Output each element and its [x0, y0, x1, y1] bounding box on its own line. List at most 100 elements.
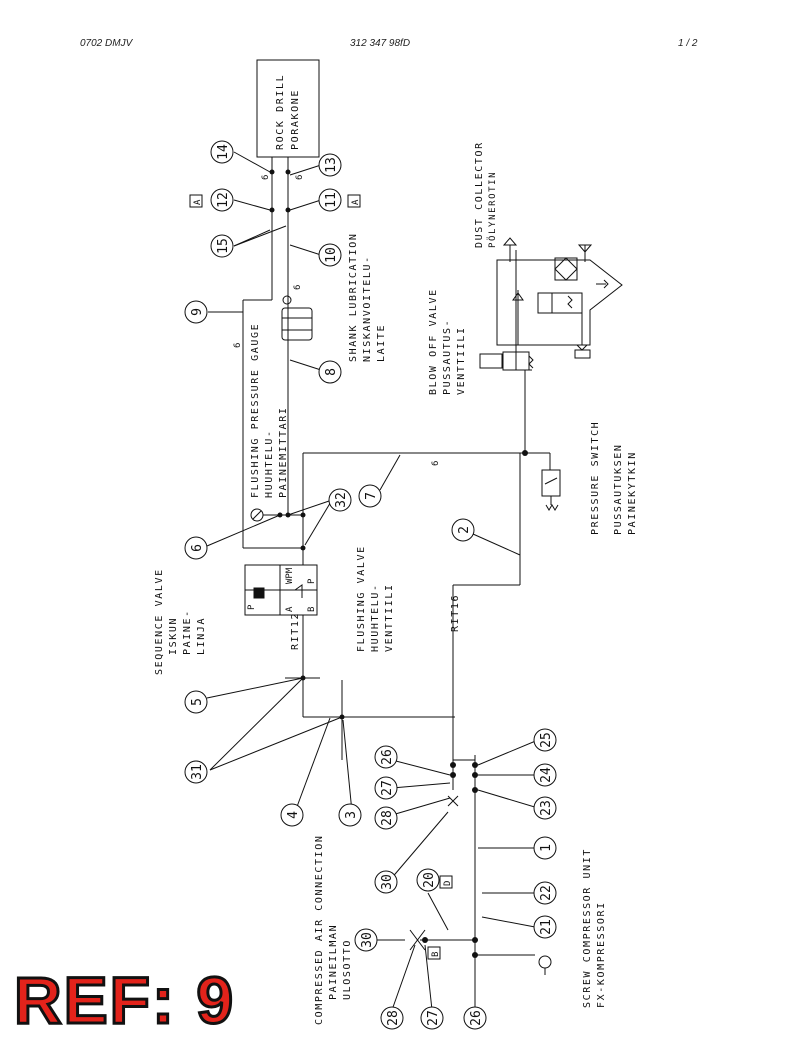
balloon-number: 11 — [324, 192, 339, 208]
box-a-right: A — [351, 199, 361, 205]
compressed-air-label-3: ULOSOTTO — [342, 939, 353, 1000]
size-mark-3: 6 — [293, 285, 303, 290]
balloon-number: 24 — [539, 767, 554, 783]
box-a-left: A — [193, 199, 203, 205]
balloon-circle — [374, 745, 398, 769]
rock-drill-box — [256, 59, 320, 158]
header-part-number: 312 347 98fD — [350, 38, 411, 49]
screw-compressor-label-1: SCREW COMPRESSOR UNIT — [582, 848, 593, 1008]
box-b: B — [431, 952, 441, 957]
balloon-number: 4 — [286, 811, 301, 819]
balloon-number: 7 — [364, 492, 379, 500]
balloon-number: 26 — [469, 1010, 484, 1026]
balloon-number: 10 — [324, 247, 339, 263]
balloon-number: 2 — [457, 526, 472, 534]
rock-drill-label-1: ROCK DRILL — [275, 74, 286, 150]
shank-label-1: SHANK LUBRICATION — [348, 232, 359, 362]
sequence-valve-label-3: PAINE- — [182, 609, 193, 655]
gauge-label-1: FLUSHING PRESSURE GAUGE — [250, 323, 261, 498]
sequence-valve-label-4: LINJA — [196, 617, 207, 655]
balloon-circle — [451, 518, 475, 542]
balloon-circle — [318, 360, 342, 384]
balloon-number: 28 — [386, 1010, 401, 1026]
balloon-number: 20 — [422, 872, 437, 888]
balloon-circle — [533, 728, 557, 752]
rit12-label: RIT12 — [290, 612, 301, 650]
balloon-circle — [374, 806, 398, 830]
balloon-circle — [416, 868, 440, 892]
dust-collector-label-2: PÖLYNEROTIN — [487, 171, 498, 248]
balloon-circle — [358, 484, 382, 508]
balloon-number: 14 — [216, 144, 231, 160]
box-d: D — [443, 881, 453, 886]
balloon-circle — [533, 915, 557, 939]
balloon-number: 9 — [190, 308, 205, 316]
shank-label-2: NISKANVOITELU- — [362, 255, 373, 362]
compressed-air-label-2: PAINEILMAN — [328, 924, 339, 1000]
balloon-circle — [184, 300, 208, 324]
flushing-valve-label-1: FLUSHING VALVE — [356, 545, 367, 652]
balloon-circle — [280, 803, 304, 827]
balloon-number: 32 — [334, 492, 349, 508]
blow-off-label-1: BLOW OFF VALVE — [428, 288, 439, 395]
balloon-number: 27 — [426, 1010, 441, 1026]
gauge-label-3: PAINEMITTARI — [278, 407, 289, 498]
balloon-circle — [533, 796, 557, 820]
size-mark-5: 6 — [431, 461, 441, 466]
balloon-number: 8 — [324, 368, 339, 376]
balloon-number: 28 — [380, 810, 395, 826]
balloon-circle — [318, 188, 342, 212]
valve-port-wpm: WPM — [285, 567, 295, 584]
balloon-number: 12 — [216, 192, 231, 208]
compressed-air-label-1: COMPRESSED AIR CONNECTION — [314, 834, 325, 1025]
balloon-circle — [374, 776, 398, 800]
pressure-switch-body — [541, 469, 561, 497]
balloon-circle — [210, 188, 234, 212]
size-mark-1: 6 — [261, 175, 271, 180]
balloon-number: 15 — [216, 238, 231, 254]
pressure-switch-label-3: PAINEKYTKIN — [627, 451, 638, 535]
balloon-circle — [210, 140, 234, 164]
balloon-number: 6 — [190, 544, 205, 552]
balloon-circle — [380, 1006, 404, 1030]
ref-badge: REF: 9 — [12, 962, 236, 1038]
balloon-number: 30 — [360, 932, 375, 948]
pressure-switch-label-1: PRESSURE SWITCH — [590, 421, 601, 535]
balloon-circle — [533, 763, 557, 787]
size-mark-4: 6 — [233, 343, 243, 348]
balloon-number: 3 — [344, 811, 359, 819]
valve-port-a: A — [285, 606, 295, 612]
balloon-number: 31 — [190, 764, 205, 780]
balloon-number: 23 — [539, 800, 554, 816]
balloon-circle — [210, 234, 234, 258]
header-doc-code: 0702 DMJV — [80, 38, 133, 49]
balloon-number: 25 — [539, 732, 554, 748]
valve-port-b: B — [307, 607, 317, 612]
balloon-circle — [338, 803, 362, 827]
size-mark-2: 6 — [295, 175, 305, 180]
balloon-circle — [184, 760, 208, 784]
header-page: 1 / 2 — [678, 38, 698, 49]
balloon-number: 26 — [380, 749, 395, 765]
sequence-valve-label-2: ISKUN — [168, 617, 179, 655]
balloon-circle — [463, 1006, 487, 1030]
shank-lubricator-body — [281, 307, 313, 341]
flushing-valve-label-3: VENTTIILI — [384, 583, 395, 652]
balloon-circle — [184, 690, 208, 714]
balloon-number: 5 — [190, 698, 205, 706]
sequence-valve-label-1: SEQUENCE VALVE — [154, 568, 165, 675]
balloon-circle — [533, 836, 557, 860]
screw-compressor-label-2: FX-KOMPRESSORI — [596, 901, 607, 1008]
balloon-circle — [318, 153, 342, 177]
balloon-number: 13 — [324, 157, 339, 173]
balloon-number: 21 — [539, 919, 554, 935]
balloon-number: 27 — [380, 780, 395, 796]
rock-drill-label-2: PORAKONE — [290, 89, 301, 150]
valve-port-p-right: P — [307, 578, 317, 584]
gauge-label-2: HUUHTELU- — [264, 429, 275, 498]
pressure-switch-label-2: PUSSAUTUKSEN — [613, 444, 624, 535]
balloon-circle — [420, 1006, 444, 1030]
flushing-valve-label-2: HUUHTELU- — [370, 583, 381, 652]
balloon-number: 22 — [539, 885, 554, 901]
